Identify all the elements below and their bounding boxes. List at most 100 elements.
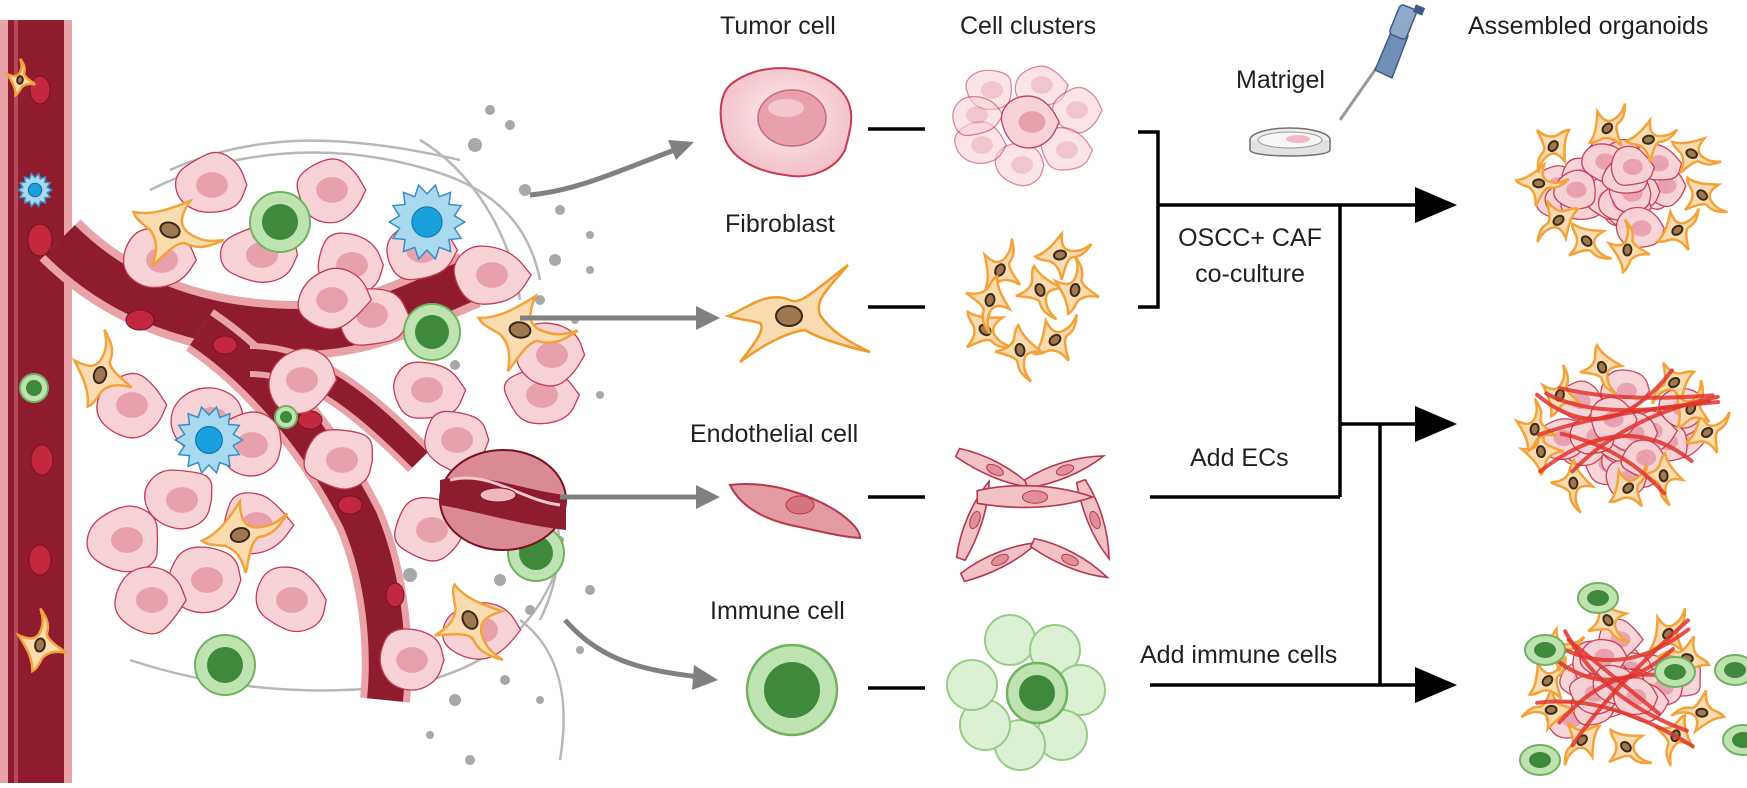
fibroblast-cell bbox=[476, 292, 579, 373]
endothelial-cluster bbox=[954, 447, 1110, 583]
fibroblast-cell bbox=[1670, 136, 1722, 174]
fibroblast-cell bbox=[1579, 342, 1626, 396]
immune-cell-icon bbox=[745, 643, 839, 737]
fibroblast-cell bbox=[1535, 128, 1572, 173]
tumor-cell bbox=[994, 142, 1045, 187]
dendritic-cell bbox=[387, 183, 467, 261]
fibroblast-icon bbox=[724, 264, 871, 364]
tumor-cell bbox=[96, 372, 168, 439]
tumor-cell bbox=[1000, 95, 1060, 149]
connector-dashes bbox=[868, 127, 925, 690]
flow-lines bbox=[1138, 130, 1420, 687]
fibroblast-cell bbox=[1550, 458, 1597, 514]
tumor-cell bbox=[255, 566, 327, 633]
immune-cell bbox=[1654, 656, 1696, 688]
grey-arrowheads bbox=[668, 140, 720, 690]
fibroblast-cell bbox=[1514, 160, 1570, 207]
matrigel-dish bbox=[1249, 127, 1331, 157]
tumor-cell bbox=[1040, 127, 1094, 171]
tumor-cell-cluster bbox=[952, 65, 1103, 187]
fibroblast-cell bbox=[1605, 218, 1651, 275]
fibroblast-cell bbox=[15, 607, 67, 674]
fibroblast-cell bbox=[131, 198, 225, 268]
organoid-with-immune bbox=[1519, 582, 1747, 776]
endothelial-cell bbox=[976, 484, 1096, 509]
tumor-cell bbox=[114, 566, 187, 635]
tumor-cell bbox=[453, 245, 533, 305]
immune-cell bbox=[1519, 744, 1561, 776]
fibroblast-cell bbox=[1536, 200, 1581, 243]
grey-arrows bbox=[520, 145, 701, 680]
vessel-network bbox=[1558, 386, 1715, 400]
cell-clusters-header: Cell clusters bbox=[960, 12, 1097, 40]
immune-cell-label: Immune cell bbox=[710, 597, 845, 625]
fibroblast-cell bbox=[1527, 656, 1567, 700]
red-blood-cells bbox=[27, 75, 405, 608]
fibroblast-cell bbox=[1655, 207, 1701, 251]
endothelial-cell-icon bbox=[728, 483, 862, 540]
immune-cell bbox=[1524, 634, 1566, 666]
fibroblast-cell bbox=[1640, 450, 1687, 507]
tumor-cell bbox=[297, 267, 373, 330]
tumor-microenvironment-illustration bbox=[0, 20, 604, 783]
vessel-network bbox=[1559, 431, 1667, 496]
pipette-icon bbox=[1338, 4, 1426, 121]
tumor-cell-icon bbox=[719, 67, 853, 178]
fibroblast-cluster bbox=[965, 229, 1100, 383]
coculture-label-line2: co-culture bbox=[1195, 260, 1305, 288]
fibroblast-cell bbox=[1608, 727, 1653, 765]
immune-cell bbox=[1722, 724, 1747, 756]
tumor-cell bbox=[296, 158, 367, 224]
tumor-cell bbox=[174, 151, 248, 213]
fibroblast-cell bbox=[1587, 103, 1627, 147]
fibroblast-cell bbox=[1623, 116, 1679, 163]
fibroblast-cell bbox=[1520, 686, 1577, 734]
black-arrowheads bbox=[1415, 187, 1457, 703]
fibroblast-cell bbox=[1568, 221, 1612, 260]
add-ecs-label: Add ECs bbox=[1190, 444, 1289, 472]
matrigel-label: Matrigel bbox=[1236, 66, 1325, 94]
coculture-label-line1: OSCC+ CAF bbox=[1178, 224, 1322, 252]
endothelial-cell-label: Endothelial cell bbox=[690, 420, 859, 448]
vessel-network bbox=[1570, 618, 1690, 748]
vessel-network bbox=[1538, 434, 1694, 474]
tumor-cell bbox=[1610, 145, 1656, 186]
tissue-dendritic-cells bbox=[16, 172, 467, 475]
fibroblast-label: Fibroblast bbox=[725, 210, 835, 238]
assembled-organoids-header: Assembled organoids bbox=[1468, 12, 1709, 40]
fibroblast-cell bbox=[965, 274, 1013, 335]
fibroblast-cell bbox=[71, 328, 133, 409]
tumor-cell bbox=[303, 429, 374, 490]
tissue-immune-cells bbox=[19, 191, 565, 696]
fibroblast-cell bbox=[1683, 175, 1728, 214]
endothelial-cell bbox=[1029, 537, 1110, 579]
tumor-cell bbox=[144, 469, 213, 530]
tumor-cell bbox=[268, 347, 338, 415]
endothelial-cell bbox=[1075, 478, 1110, 562]
fibroblast-cell bbox=[1052, 255, 1100, 316]
add-immune-cells-label: Add immune cells bbox=[1140, 641, 1338, 669]
immune-cell bbox=[1714, 654, 1747, 686]
dendritic-cell bbox=[173, 405, 245, 475]
organoid-with-endothelial bbox=[1513, 342, 1731, 514]
fibroblast-cell bbox=[994, 322, 1046, 383]
endothelial-cell bbox=[1023, 455, 1107, 490]
immune-cell-cluster bbox=[946, 614, 1106, 771]
tissue-fibroblasts bbox=[4, 57, 579, 674]
fibroblast-cell bbox=[1513, 398, 1558, 453]
vessel-network bbox=[1535, 699, 1695, 749]
organoid-tumor-caf bbox=[1514, 103, 1728, 275]
fibroblast-cell bbox=[1032, 229, 1093, 281]
fibroblast-cell bbox=[1031, 314, 1078, 362]
fibroblast-cell bbox=[199, 497, 289, 574]
vessel-magnification-inset bbox=[439, 449, 567, 551]
tumor-cell bbox=[952, 95, 1004, 137]
vessel-network bbox=[1566, 637, 1662, 716]
tumor-cell bbox=[379, 628, 445, 691]
vessel-network bbox=[1535, 368, 1674, 422]
vessel-network bbox=[1570, 394, 1720, 474]
fibroblast-cell bbox=[434, 582, 507, 662]
tumor-cell bbox=[86, 505, 159, 573]
